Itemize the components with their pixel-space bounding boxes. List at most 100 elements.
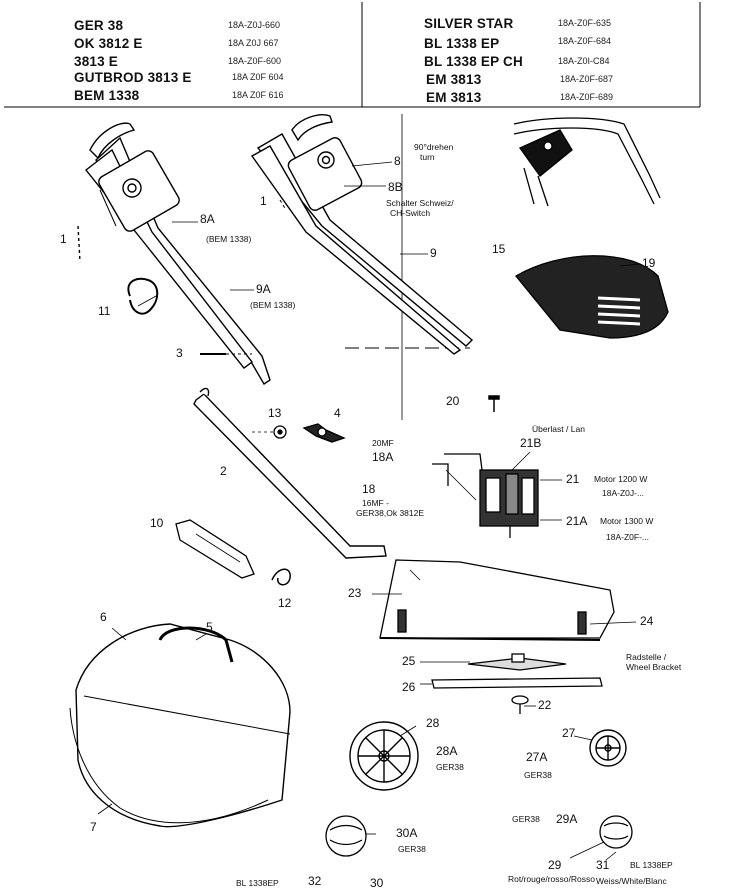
callout-label: 15	[492, 242, 506, 256]
callout-label: 29A	[556, 812, 578, 826]
spring-part	[271, 568, 291, 586]
callout-label: 6	[100, 610, 107, 624]
grass-bag-part	[69, 623, 291, 828]
variant-note: GER38	[398, 844, 426, 854]
deflector-part	[515, 255, 669, 339]
model-name: GUTBROD 3813 E	[74, 70, 192, 85]
bracket-note: Wheel Bracket	[626, 662, 682, 672]
middle-handle-assembly	[250, 114, 474, 355]
knob-part	[252, 423, 346, 443]
callout-label: 10	[150, 516, 164, 530]
callout-label: 8	[394, 154, 401, 168]
callout-label: 7	[90, 820, 97, 834]
motor-note: Motor 1200 W	[594, 474, 648, 484]
wheel-small-part	[589, 729, 627, 767]
callout-label: 21A	[566, 514, 588, 528]
motor-note: 18A-Z0J-...	[602, 488, 645, 498]
variant-note: GER38	[436, 762, 464, 772]
model-code: 18A-Z0F-687	[560, 74, 614, 84]
variant-note: 20MF	[372, 438, 394, 448]
model-name: GER 38	[74, 18, 124, 33]
model-name: SILVER STAR	[424, 16, 514, 31]
variant-note: BL 1338EP	[236, 878, 279, 888]
callout-label: 30	[370, 876, 384, 890]
instruction-note: 90°drehen	[414, 142, 454, 152]
callout-label: 27	[562, 726, 576, 740]
callout-label: 1	[60, 232, 67, 246]
model-code: 18A-Z0F-689	[560, 92, 614, 102]
callout-label: 29	[548, 858, 562, 872]
lower-handle-part	[193, 387, 387, 559]
model-list-header: GER 38 18A-Z0J-660 OK 3812 E 18A Z0J 667…	[52, 6, 690, 106]
callout-label: 21B	[520, 436, 542, 450]
callout-label: 30A	[396, 826, 418, 840]
model-name: 3813 E	[74, 54, 118, 69]
model-name: EM 3813	[426, 72, 482, 87]
callout-label: 18	[362, 482, 376, 496]
callout-label: 22	[538, 698, 552, 712]
model-code: 18A-Z0F-600	[228, 56, 282, 66]
callout-label: 19	[642, 256, 656, 270]
model-note: (BEM 1338)	[250, 300, 296, 310]
leader-lines	[97, 185, 641, 861]
callout-label: 26	[402, 680, 416, 694]
callout-label: 21	[566, 472, 580, 486]
model-code: 18A-Z0I-C84	[558, 56, 610, 66]
left-handle-assembly	[77, 122, 271, 385]
model-name: OK 3812 E	[74, 36, 143, 51]
variant-note: GER38	[524, 770, 552, 780]
callout-label: 31	[596, 858, 610, 872]
bracket-note: Radstelle /	[626, 652, 667, 662]
callout-label: 28	[426, 716, 440, 730]
wheel-large-part	[349, 721, 419, 791]
callout-label: 27A	[526, 750, 548, 764]
model-name: EM 3813	[426, 90, 482, 105]
callout-label: 8A	[200, 212, 215, 226]
callout-label: 20	[446, 394, 460, 408]
variant-note: GER38	[512, 814, 540, 824]
callout-label: 32	[308, 874, 322, 888]
instruction-note: turn	[420, 152, 435, 162]
model-code: 18A Z0J 667	[228, 38, 279, 48]
callout-label: 25	[402, 654, 416, 668]
callout-label: 9A	[256, 282, 271, 296]
wheel-cap-part	[325, 815, 633, 857]
motor-assembly	[432, 453, 539, 538]
model-name: BL 1338 EP CH	[424, 54, 523, 69]
model-code: 18A-Z0F-684	[558, 36, 612, 46]
callout-label: 13	[268, 406, 282, 420]
variant-note: BL 1338EP	[630, 860, 673, 870]
clip-part	[175, 519, 255, 579]
callout-label: 2	[220, 464, 227, 478]
model-code: 18A Z0F 616	[232, 90, 284, 100]
screw-part	[488, 395, 500, 412]
callout-label: 12	[278, 596, 292, 610]
model-name: BL 1338 EP	[424, 36, 500, 51]
motor-note: 18A-Z0F-...	[606, 532, 649, 542]
callout-label: 3	[176, 346, 183, 360]
callout-label: 23	[348, 586, 362, 600]
model-code: 18A-Z0J-660	[228, 20, 281, 30]
callout-label: 4	[334, 406, 341, 420]
callout-label: 11	[98, 304, 111, 318]
motor-note: Motor 1300 W	[600, 516, 654, 526]
callout-label: 24	[640, 614, 654, 628]
variant-note: GER38,Ok 3812E	[356, 508, 425, 518]
model-name: BEM 1338	[74, 88, 140, 103]
callout-label: 8B	[388, 180, 403, 194]
model-note: (BEM 1338)	[206, 234, 252, 244]
callout-label: 9	[430, 246, 437, 260]
switch-note: CH-Switch	[390, 208, 431, 218]
model-code: 18A-Z0F-635	[558, 18, 612, 28]
callout-label: 18A	[372, 450, 394, 464]
variant-note: 16MF -	[362, 498, 389, 508]
color-note: Rot/rouge/rosso/Rosso	[508, 874, 595, 884]
blade-part	[431, 653, 603, 714]
model-code: 18A Z0F 604	[232, 72, 284, 82]
callout-label: 1	[260, 194, 267, 208]
switch-note: Schalter Schweiz/	[386, 198, 454, 208]
color-note: Weiss/White/Blanc	[596, 876, 667, 886]
header-frame	[4, 2, 701, 108]
